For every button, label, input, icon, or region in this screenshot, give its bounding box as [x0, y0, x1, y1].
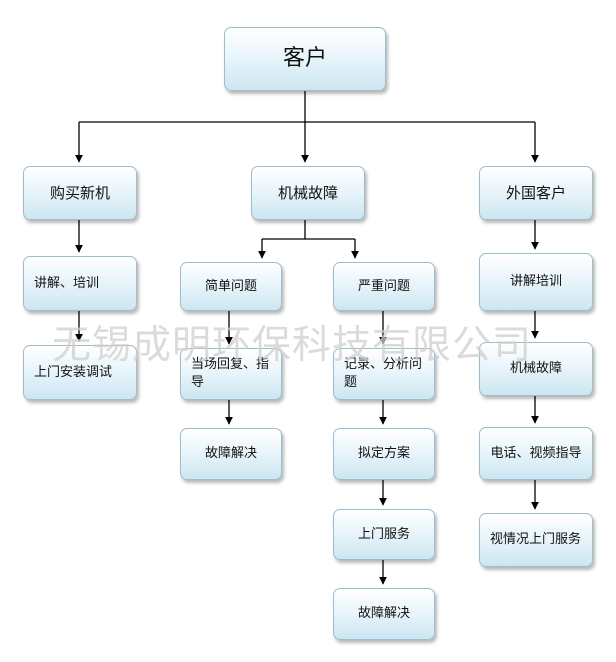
step-node-serious-3: 上门服务	[333, 509, 435, 560]
step-node-simple-1: 当场回复、指导	[180, 348, 282, 400]
step-label: 故障解决	[204, 446, 257, 461]
branch-node-fault: 机械故障	[251, 166, 365, 220]
subbranch-node-serious: 严重问题	[333, 262, 435, 311]
branch-label: 外国客户	[505, 184, 566, 202]
step-node-serious-1: 记录、分析问题	[333, 348, 435, 400]
branch-node-purchase: 购买新机	[23, 166, 137, 220]
step-label: 电话、视频指导	[490, 445, 582, 461]
root-label: 客户	[282, 46, 327, 71]
step-label: 故障解决	[357, 606, 410, 621]
subbranch-label: 简单问题	[204, 278, 257, 294]
step-label: 讲解培训	[509, 274, 562, 289]
step-label: 讲解、培训	[34, 275, 100, 291]
root-node-customer: 客户	[224, 27, 386, 91]
step-label: 上门服务	[357, 526, 410, 542]
branch-label: 购买新机	[49, 184, 110, 202]
step-label: 当场回复、指导	[191, 357, 270, 390]
step-label: 记录、分析问题	[344, 357, 423, 390]
subbranch-node-simple: 简单问题	[180, 262, 282, 311]
step-label: 拟定方案	[357, 446, 410, 461]
step-label: 机械故障	[509, 361, 562, 376]
subbranch-label: 严重问题	[357, 278, 410, 294]
step-node-foreign-1: 讲解培训	[479, 253, 593, 311]
step-node-purchase-1: 讲解、培训	[23, 256, 137, 311]
step-node-serious-4: 故障解决	[333, 588, 435, 640]
step-node-simple-2: 故障解决	[180, 428, 282, 480]
branch-node-foreign: 外国客户	[479, 166, 593, 220]
step-node-foreign-4: 视情况上门服务	[479, 513, 593, 567]
step-node-foreign-3: 电话、视频指导	[479, 427, 593, 480]
step-label: 视情况上门服务	[490, 532, 582, 547]
step-label: 上门安装调试	[34, 364, 113, 380]
branch-label: 机械故障	[277, 184, 338, 202]
step-node-serious-2: 拟定方案	[333, 428, 435, 480]
step-node-purchase-2: 上门安装调试	[23, 345, 137, 400]
step-node-foreign-2: 机械故障	[479, 342, 593, 396]
